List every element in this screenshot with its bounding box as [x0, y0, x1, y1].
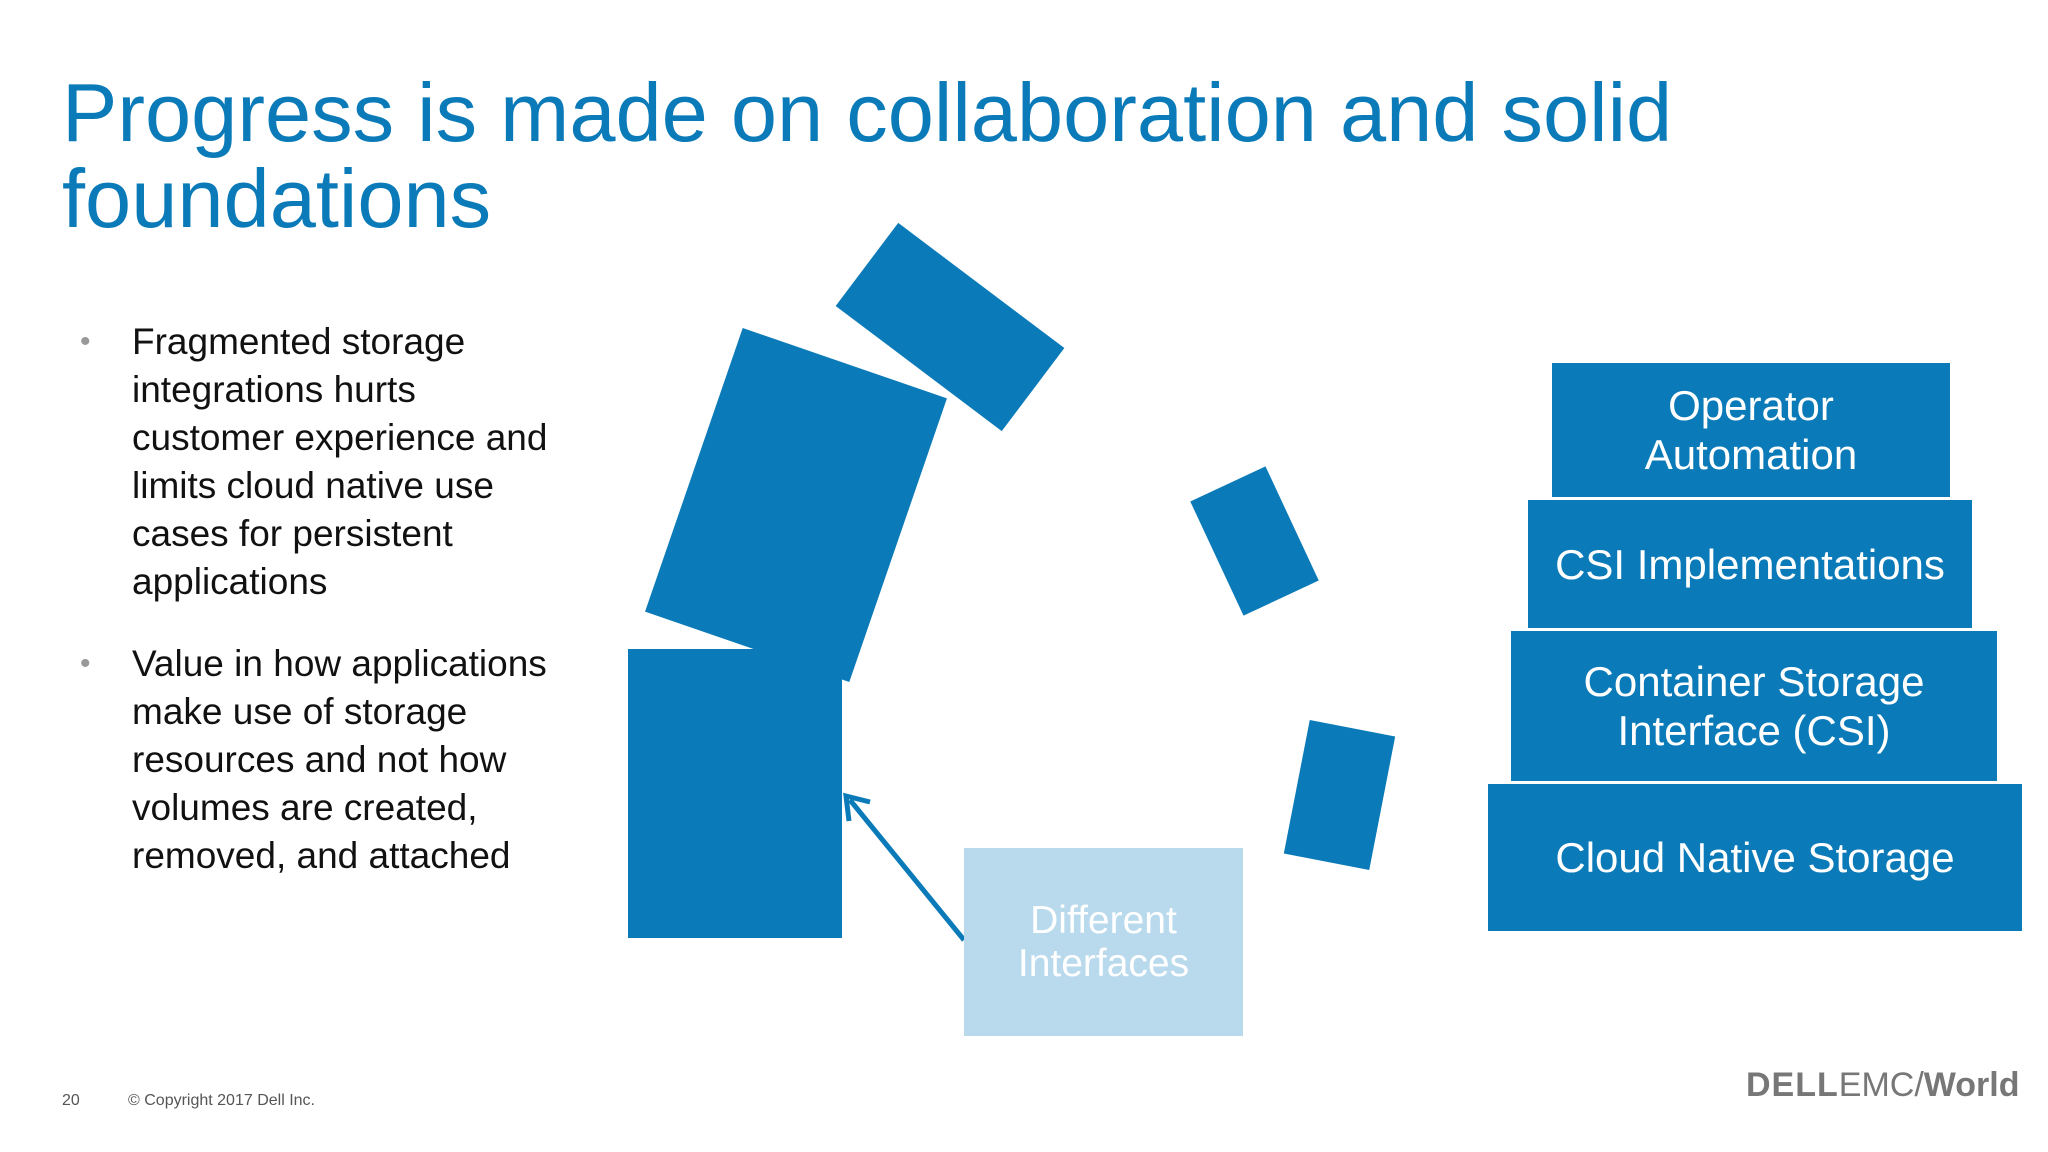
bullet-text: Value in how applications make use of st… — [132, 643, 547, 876]
logo-emc-text: EMC — [1838, 1066, 1915, 1104]
bullet-list: • Fragmented storage integrations hurts … — [80, 318, 560, 914]
bullet-icon: • — [80, 325, 91, 358]
callout-label: Different Interfaces — [1017, 899, 1190, 985]
page-number: 20 — [62, 1092, 80, 1109]
stack-layer-operator-automation: Operator Automation — [1552, 363, 1950, 497]
logo-slash-icon: / — [1914, 1066, 1924, 1104]
stack-layer-csi-implementations: CSI Implementations — [1528, 497, 1972, 628]
stack-layer-container-storage-interface: Container Storage Interface (CSI) — [1511, 628, 1997, 781]
fragment-block-small-middle — [1190, 466, 1319, 616]
stack-layer-cloud-native-storage: Cloud Native Storage — [1488, 781, 2022, 931]
different-interfaces-callout: Different Interfaces — [964, 848, 1243, 1036]
logo-world-text: World — [1923, 1066, 2020, 1104]
fragment-block-large-tilted — [645, 328, 947, 682]
stack-layer-label: CSI Implementations — [1555, 540, 1945, 588]
bullet-item: • Fragmented storage integrations hurts … — [80, 318, 560, 606]
dell-emc-world-logo: DELLEMC/World — [1746, 1066, 2020, 1105]
stack-layer-label: Cloud Native Storage — [1555, 834, 1955, 881]
stack-layer-label: Operator Automation — [1644, 382, 1858, 478]
fragment-block-base — [628, 649, 842, 938]
copyright-notice: © Copyright 2017 Dell Inc. — [128, 1092, 315, 1109]
bullet-item: • Value in how applications make use of … — [80, 640, 560, 880]
slide-title: Progress is made on collaboration and so… — [62, 66, 1673, 245]
stack-layer-label: Container Storage Interface (CSI) — [1583, 658, 1925, 754]
fragment-block-small-right — [1283, 719, 1396, 871]
logo-dell-text: DELL — [1746, 1066, 1839, 1104]
bullet-text: Fragmented storage integrations hurts cu… — [132, 321, 548, 602]
bullet-icon: • — [80, 647, 91, 680]
